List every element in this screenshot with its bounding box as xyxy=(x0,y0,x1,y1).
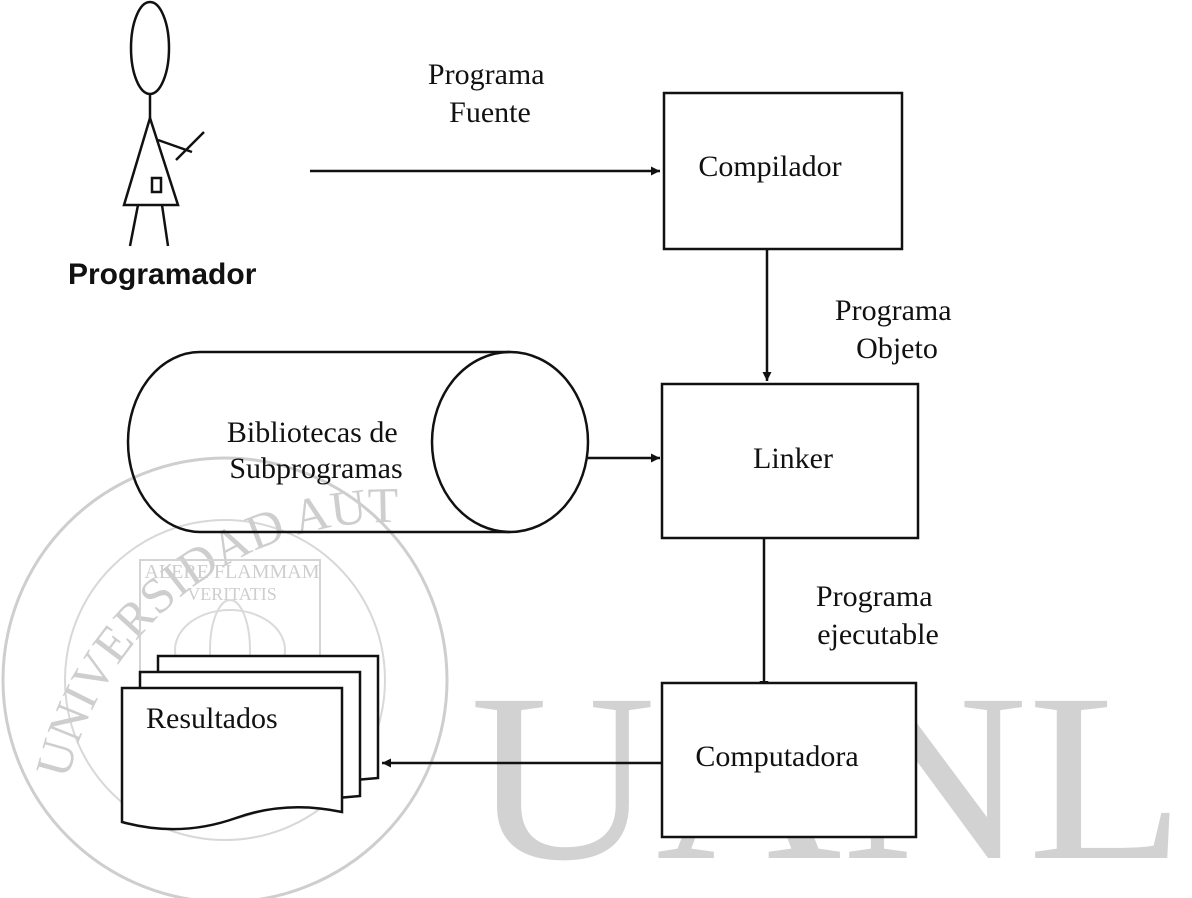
object-program-label-line2: Objeto xyxy=(856,332,938,365)
programmer-leg-right xyxy=(160,204,170,247)
programmer-body xyxy=(122,113,180,207)
seal-outer-ring xyxy=(1,456,449,898)
source-program-label-line1: Programa xyxy=(428,58,545,91)
programmer-badge xyxy=(150,176,163,194)
library-label-line1: Bibliotecas de xyxy=(227,416,398,449)
executable-program-label-line2: ejecutable xyxy=(817,618,939,651)
results-label: Resultados xyxy=(146,702,278,735)
seal-motto-line1: ALERE FLAMMAM xyxy=(144,561,319,583)
executable-program-label: Programa ejecutable xyxy=(816,580,940,651)
programmer-label: Programador xyxy=(68,258,257,291)
results-page-front xyxy=(120,686,344,831)
compiler-box xyxy=(662,91,904,251)
programmer-figure xyxy=(122,0,205,247)
linker-label: Linker xyxy=(753,442,833,475)
library-label-line2: Subprogramas xyxy=(229,452,402,485)
computer-label: Computadora xyxy=(695,740,858,773)
source-program-label: Programa Fuente xyxy=(428,58,552,129)
results-document-stack xyxy=(120,654,380,831)
programmer-head xyxy=(129,0,171,96)
programmer-leg-left xyxy=(128,204,140,247)
library-cylinder-body xyxy=(126,350,510,534)
programmer-pen xyxy=(175,131,205,161)
source-program-label-line2: Fuente xyxy=(449,96,531,129)
executable-program-label-line1: Programa xyxy=(816,580,933,613)
compiler-label: Compilador xyxy=(698,150,841,183)
library-cylinder xyxy=(126,350,590,534)
library-label: Bibliotecas de Subprogramas xyxy=(227,416,405,485)
object-program-label: Programa Objeto xyxy=(835,294,959,365)
library-cylinder-end xyxy=(430,350,590,534)
seal-inner-ring xyxy=(64,519,386,841)
seal-motto-line2: VERITATIS xyxy=(187,584,277,604)
object-program-label-line1: Programa xyxy=(835,294,952,327)
computer-box xyxy=(660,681,918,839)
linker-box xyxy=(660,382,920,540)
